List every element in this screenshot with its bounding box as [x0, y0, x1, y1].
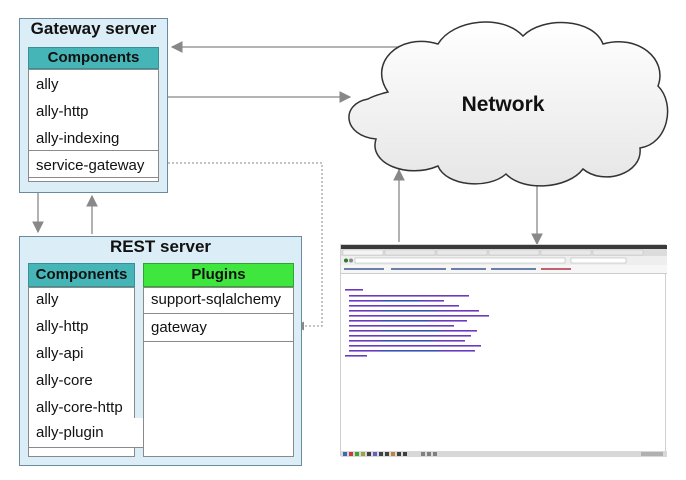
- gateway-component-item: ally-http: [36, 103, 89, 120]
- gateway-server: Gateway server Components ally ally-http…: [19, 18, 168, 193]
- gateway-component-item: ally: [36, 76, 59, 93]
- rest-plugin-item: gateway: [151, 319, 207, 336]
- dotted-link-service-gateway-to-plugin: [160, 162, 323, 331]
- rest-server: REST server Components ally ally-http al…: [19, 236, 302, 466]
- gateway-component-item: ally-indexing: [36, 130, 120, 147]
- gateway-component-item: service-gateway: [36, 157, 145, 174]
- rest-component-item: ally-plugin: [36, 424, 104, 441]
- browser-screenshot-image: [341, 245, 667, 457]
- rest-components-header: Components: [28, 263, 135, 287]
- gateway-components-list: ally ally-http ally-indexing service-gat…: [28, 69, 159, 182]
- rest-component-item: ally-core-http: [36, 399, 123, 416]
- rest-plugins-list: support-sqlalchemy gateway: [143, 287, 294, 457]
- rest-component-item: ally-http: [36, 318, 89, 335]
- xml-content: [345, 289, 489, 357]
- rest-component-item: ally: [36, 291, 59, 308]
- gateway-components-divider: [29, 177, 158, 178]
- rest-plugins-header: Plugins: [143, 263, 294, 287]
- rest-plugins-divider: [144, 313, 293, 314]
- rest-component-item: ally-core: [36, 372, 93, 389]
- network-label: Network: [462, 93, 545, 116]
- rest-component-item: ally-api: [36, 345, 84, 362]
- rest-plugins-divider: [144, 341, 293, 342]
- browser-screenshot: [340, 244, 667, 457]
- gateway-server-title: Gateway server: [30, 19, 157, 38]
- gateway-components-header: Components: [28, 47, 159, 69]
- network-cloud: Network: [348, 21, 669, 187]
- gateway-components-divider: [29, 150, 158, 151]
- rest-server-title: REST server: [109, 237, 212, 256]
- rest-plugin-component-box: ally-plugin: [28, 418, 143, 448]
- rest-plugin-item: support-sqlalchemy: [151, 291, 282, 308]
- cloud-shape: [348, 21, 669, 187]
